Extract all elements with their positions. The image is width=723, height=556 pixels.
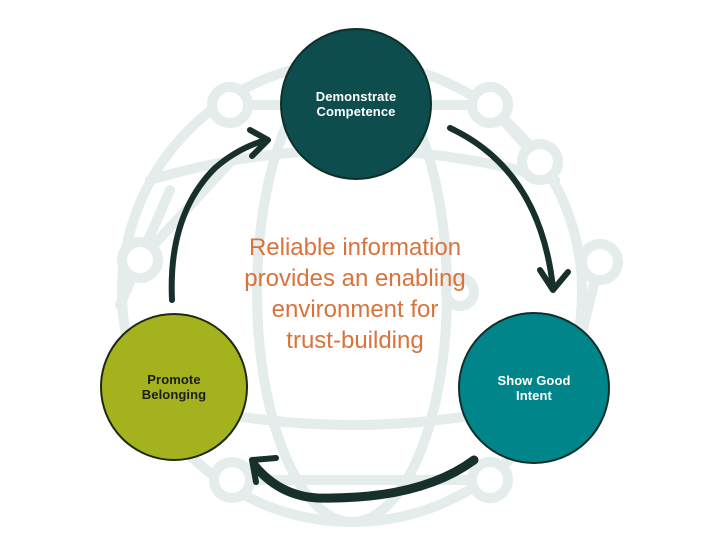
node-label: Show Good Intent [497, 373, 571, 403]
node-label: Demonstrate Competence [315, 89, 397, 119]
network-node [467, 457, 513, 503]
center-statement: Reliable information provides an enablin… [244, 234, 466, 354]
arrowhead-top [247, 127, 271, 159]
network-node [577, 239, 623, 285]
network-node [441, 273, 479, 311]
network-node [517, 139, 563, 185]
cycle-arrow-top-to-right [447, 125, 556, 291]
node-label: Promote Belonging [141, 372, 207, 402]
cycle-arrow-left-to-top [168, 137, 269, 303]
network-node [207, 82, 253, 128]
network-node [467, 82, 513, 128]
node-demonstrate-competence: Demonstrate Competence [280, 28, 432, 180]
cycle-arrow-right-to-left [250, 455, 479, 503]
node-show-good-intent: Show Good Intent [458, 312, 610, 464]
arrowhead-right [537, 267, 571, 293]
network-node [117, 237, 163, 283]
network-node [209, 457, 255, 503]
node-promote-belonging: Promote Belonging [100, 313, 248, 461]
arrowhead-left [249, 455, 279, 485]
